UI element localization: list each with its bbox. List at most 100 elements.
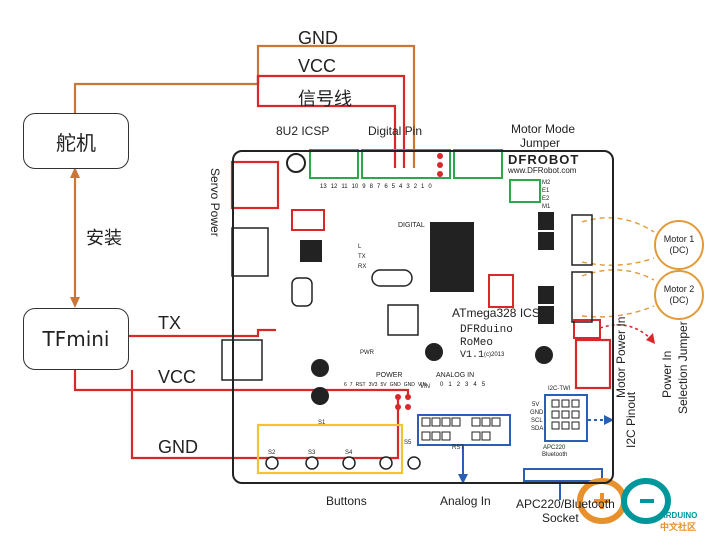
board-m1: M1 <box>542 204 551 210</box>
digital-pin-number-0: 13 <box>320 184 327 190</box>
board-vin: VIN <box>420 384 431 390</box>
label-selection-jumper: Selection Jumper <box>676 321 690 414</box>
digital-pin-number-5: 8 <box>369 184 373 190</box>
arduino-logo-text: ARDUINO <box>660 511 698 520</box>
capacitor-2 <box>311 387 329 405</box>
digital-pin-number-3: 10 <box>351 184 359 190</box>
power-pin-label-6: GND <box>403 382 415 388</box>
label-motor-power-in: Motor Power In <box>614 316 628 398</box>
label-atmega-icsp: ATmega328 ICSP <box>452 306 548 320</box>
power-pin-label-1: 7 <box>349 382 353 388</box>
label-servo-power: Servo Power <box>208 168 222 237</box>
arduino-logo-icon <box>577 478 671 524</box>
board-version: V1.1 <box>460 350 485 361</box>
capacitor-1 <box>311 359 329 377</box>
digital-pin-number-4: 9 <box>362 184 366 190</box>
green-box-digital-2 <box>453 149 503 179</box>
board-l: L <box>358 244 362 250</box>
digital-pin-number-10: 3 <box>406 184 410 190</box>
board-copyright: (c)2013 <box>484 352 505 358</box>
digital-pin-number-11: 2 <box>413 184 418 190</box>
atmega-icsp-box <box>488 274 514 308</box>
wire-tx <box>106 316 276 338</box>
analog-header-pins <box>421 417 501 441</box>
board-m2: M2 <box>542 180 551 186</box>
digital-pin-number-9: 4 <box>399 184 403 190</box>
usb-jack <box>231 227 269 277</box>
label-motor-mode: Motor Mode <box>511 122 576 136</box>
wire-gnd-top <box>73 44 416 168</box>
board-model-2: RoMeo <box>460 337 494 349</box>
board-s5: S5 <box>404 440 412 446</box>
board-s1: S1 <box>318 420 326 426</box>
arduino-logo-cn: 中文社区 <box>660 523 697 533</box>
digital-pin-number-7: 6 <box>384 184 388 190</box>
board-e1: E1 <box>542 188 550 194</box>
analog-pin-number-5: 5 <box>481 382 486 388</box>
label-socket: Socket <box>542 511 579 525</box>
board-power-label: POWER <box>376 372 403 379</box>
wire-signal-top <box>256 76 397 168</box>
label-power-in: Power In <box>660 350 674 398</box>
mount-arrow-up <box>70 167 80 178</box>
board-brand: DFROBOT <box>508 152 580 167</box>
digital-pin-number-13: 0 <box>428 184 432 190</box>
board-url: www.DFRobot.com <box>508 166 577 175</box>
board-s3: S3 <box>308 450 316 456</box>
label-buttons: Buttons <box>326 494 367 508</box>
wire-label-signal: 信号线 <box>298 89 352 110</box>
analog-pin-number-2: 2 <box>456 382 461 388</box>
analog-pin-number-0: 0 <box>440 382 444 388</box>
apc220-box <box>523 468 603 482</box>
motor-power-in-box <box>574 338 612 390</box>
board-apc220-label: APC220 <box>543 445 566 451</box>
digital-pin-number-6: 7 <box>376 184 381 190</box>
label-analog-in: Analog In <box>440 494 491 508</box>
power-pin-label-4: 5V <box>380 382 387 388</box>
oshw-gear-icon <box>425 343 443 361</box>
digital-pin-number-12: 1 <box>421 184 425 190</box>
board-bluetooth-label: Bluetooth <box>542 452 568 458</box>
motor2-wire-top <box>581 269 655 281</box>
motor1-wire-top <box>581 217 655 233</box>
digital-pin-number-2: 11 <box>341 184 348 190</box>
analog-pin-number-4: 4 <box>473 382 477 388</box>
power-pin-label-3: 3V3 <box>368 382 378 388</box>
green-box-motor-mode <box>509 179 541 203</box>
digital-pin-number-8: 5 <box>391 184 396 190</box>
power-select-jumper-box <box>573 319 601 339</box>
i2c-box <box>544 394 588 442</box>
mount-label: 安装 <box>86 228 122 249</box>
capacitor-3 <box>535 346 553 364</box>
motor-1-type: (DC) <box>669 245 689 255</box>
capacitor-top <box>286 153 306 173</box>
power-pin-label-7: VIN <box>417 382 427 388</box>
board-e2: E2 <box>542 196 550 202</box>
board-s2: S2 <box>268 450 276 456</box>
board-i2c-gnd: GND <box>530 410 544 416</box>
motor-2-type: (DC) <box>669 295 689 305</box>
tfmini-box: TFmini <box>23 308 129 370</box>
analog-pin-number-3: 3 <box>465 382 469 388</box>
main-chip <box>430 222 474 292</box>
board-i2c-5v: 5V <box>532 402 540 408</box>
button-circles <box>265 456 421 470</box>
board-pwr-label: PWR <box>360 350 374 356</box>
wire-label-gnd-bottom: GND <box>158 437 198 457</box>
label-apc220: APC220/Bluetooth <box>516 497 615 511</box>
servo-power-box <box>230 160 280 210</box>
motor1-connector <box>571 214 593 266</box>
board-tx: TX <box>358 254 366 260</box>
power-pin-label-0: 6 <box>344 382 347 388</box>
board-i2c-label: I2C-TWI <box>548 386 571 392</box>
label-jumper: Jumper <box>520 136 561 150</box>
icsp-8u2-box <box>291 209 325 231</box>
usb-chip <box>300 240 322 262</box>
green-box-icsp <box>309 149 359 179</box>
motor-2-icon: Motor 2 (DC) <box>654 270 704 320</box>
label-8u2-icsp: 8U2 ICSP <box>276 124 330 138</box>
board-i2c-scl: SCL <box>531 418 543 424</box>
